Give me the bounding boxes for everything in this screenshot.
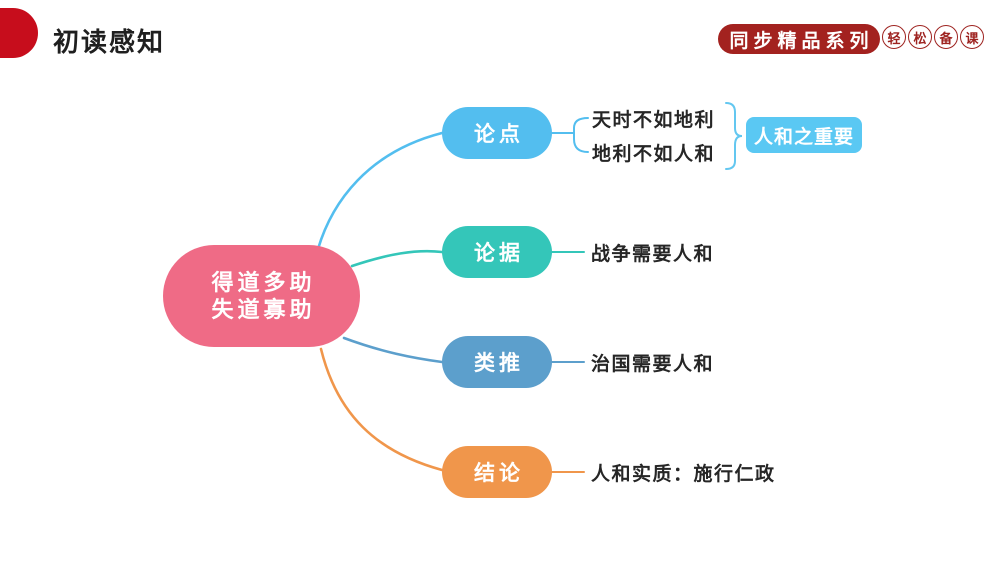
callout-box-renhe-importance: 人和之重要	[746, 117, 862, 153]
curve-root-to-lunju	[350, 249, 444, 268]
root-node-line1: 得道多助	[211, 270, 316, 295]
root-node: 得道多助 失道寡助	[163, 245, 360, 347]
leaf-text-zhiguo: 治国需要人和	[591, 353, 715, 375]
leaf-text-tianshi: 天时不如地利	[592, 109, 716, 131]
branch-node-jielun: 结论	[442, 446, 552, 498]
brand-circle-4: 课	[960, 25, 984, 49]
curve-root-to-lundian	[316, 131, 444, 251]
brand-circle-2: 松	[908, 25, 932, 49]
branch-node-lunju: 论据	[442, 226, 552, 278]
brand-circle-3: 备	[934, 25, 958, 49]
brand-circle-1: 轻	[882, 25, 906, 49]
curve-root-to-jielun	[319, 347, 444, 472]
branch-node-lundian: 论点	[442, 107, 552, 159]
page-title: 初读感知	[53, 27, 166, 57]
curve-root-to-leitui	[342, 336, 444, 364]
brand-logo-circles: 轻 松 备 课	[882, 25, 984, 49]
root-node-line2: 失道寡助	[211, 297, 316, 322]
leaf-text-dili: 地利不如人和	[592, 143, 716, 165]
leaf-text-zhanzheng: 战争需要人和	[591, 243, 715, 265]
branch-node-leitui: 类推	[442, 336, 552, 388]
brace-to-callout	[725, 102, 743, 170]
leaf-text-renhe-shizhi: 人和实质：施行仁政	[591, 463, 776, 485]
fork-lundian-children	[551, 117, 589, 153]
brand-series-badge: 同步精品系列	[718, 24, 880, 54]
